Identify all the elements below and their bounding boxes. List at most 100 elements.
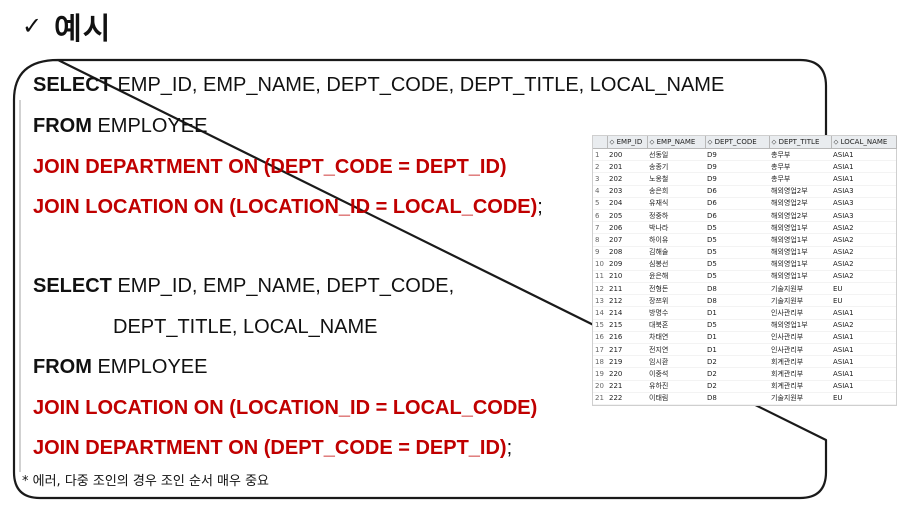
table-cell: 220	[607, 367, 647, 381]
keyword-select: SELECT	[33, 74, 112, 96]
table-cell: D2	[705, 355, 769, 369]
query2-select-continuation: DEPT_TITLE, LOCAL_NAME	[113, 316, 378, 338]
query1-join-location-line: JOIN LOCATION ON (LOCATION_ID = LOCAL_CO…	[33, 195, 543, 219]
table-cell: 총무부	[769, 172, 831, 186]
row-number-cell: 17	[593, 343, 607, 357]
table-cell: 이태림	[647, 392, 705, 405]
table-cell: 기술지원부	[769, 392, 831, 405]
table-cell: 해외영업1부	[769, 221, 831, 235]
table-cell: D5	[705, 258, 769, 271]
table-cell: 전형돈	[647, 282, 705, 296]
table-cell: 210	[607, 270, 647, 284]
table-cell: ASIA1	[831, 160, 896, 174]
table-cell: 204	[607, 197, 647, 210]
select-columns: EMP_ID, EMP_NAME, DEPT_CODE, DEPT_TITLE,…	[111, 74, 725, 96]
column-header[interactable]: ⬦ EMP_ID	[607, 136, 648, 149]
slide-title: 예시	[54, 12, 112, 47]
table-cell: 유재식	[647, 197, 705, 210]
table-cell: D5	[705, 221, 769, 235]
table-cell: ASIA1	[831, 148, 896, 162]
table-cell: 기술지원부	[769, 294, 831, 308]
table-cell: 총무부	[769, 148, 831, 162]
table-cell: 208	[607, 246, 647, 259]
query2-join-location: JOIN LOCATION ON (LOCATION_ID = LOCAL_CO…	[33, 397, 538, 419]
table-cell: 대북혼	[647, 319, 705, 332]
row-number-cell: 12	[593, 282, 607, 296]
table-cell: 회계관리부	[769, 367, 831, 381]
keyword-from: FROM	[33, 115, 92, 137]
column-header[interactable]: ⬦ DEPT_TITLE	[769, 136, 832, 149]
column-header[interactable]: ⬦ EMP_NAME	[647, 136, 706, 149]
table-cell: D8	[705, 294, 769, 308]
table-cell: 203	[607, 185, 647, 198]
table-cell: ASIA3	[831, 197, 896, 210]
query1-from-line: FROM EMPLOYEE	[33, 114, 208, 138]
keyword-select: SELECT	[33, 275, 112, 297]
table-cell: D8	[705, 392, 769, 405]
row-number-cell: 3	[593, 172, 607, 186]
table-cell: D8	[705, 282, 769, 296]
checkmark-icon: ✓	[22, 12, 43, 40]
table-cell: 해외영업2부	[769, 197, 831, 210]
select-columns: EMP_ID, EMP_NAME, DEPT_CODE,	[111, 275, 455, 297]
table-cell: 윤은해	[647, 270, 705, 284]
table-cell: 해외영업1부	[769, 233, 831, 247]
table-cell: 해외영업1부	[769, 319, 831, 332]
table-cell: 기술지원부	[769, 282, 831, 296]
row-number-cell: 1	[593, 148, 607, 162]
table-cell: ASIA1	[831, 331, 896, 345]
table-cell: 박나라	[647, 221, 705, 235]
query-result-grid: ⬦ EMP_ID⬦ EMP_NAME⬦ DEPT_CODE⬦ DEPT_TITL…	[592, 135, 897, 406]
table-cell: D2	[705, 380, 769, 393]
slide-heading: ✓ 예시	[22, 6, 112, 47]
table-cell: 인사관리부	[769, 343, 831, 357]
row-number-cell: 20	[593, 380, 607, 393]
table-cell: 217	[607, 343, 647, 357]
table-cell: D5	[705, 270, 769, 284]
table-cell: 송종기	[647, 160, 705, 174]
table-cell: 회계관리부	[769, 380, 831, 393]
table-cell: ASIA2	[831, 246, 896, 259]
table-cell: 선동일	[647, 148, 705, 162]
table-cell: 하이유	[647, 233, 705, 247]
table-cell: 총무부	[769, 160, 831, 174]
table-cell: D6	[705, 197, 769, 210]
table-cell: 차태연	[647, 331, 705, 345]
row-number-cell: 14	[593, 306, 607, 320]
table-cell: 방명수	[647, 306, 705, 320]
table-cell: EU	[831, 282, 896, 296]
column-header[interactable]: ⬦ LOCAL_NAME	[831, 136, 897, 149]
table-cell: ASIA1	[831, 343, 896, 357]
from-table: EMPLOYEE	[91, 356, 208, 378]
row-number-cell: 13	[593, 294, 607, 308]
row-number-cell: 7	[593, 221, 607, 235]
table-cell: 200	[607, 148, 647, 162]
table-cell: 해외영업2부	[769, 209, 831, 223]
table-cell: 해외영업1부	[769, 246, 831, 259]
table-cell: ASIA3	[831, 185, 896, 198]
column-header[interactable]: ⬦ DEPT_CODE	[705, 136, 770, 149]
query2-from-line: FROM EMPLOYEE	[33, 355, 208, 379]
